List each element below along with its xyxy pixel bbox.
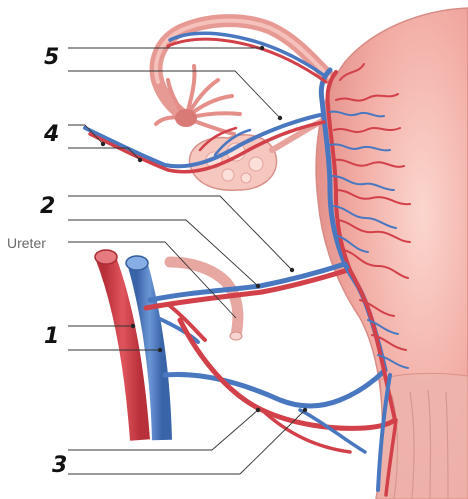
label-3: 3 [52, 453, 68, 478]
ureter [164, 256, 244, 341]
ovarian-vessels [83, 31, 328, 174]
fimbriae-center [175, 109, 197, 127]
vaginal-vessels [162, 317, 398, 454]
uterine-branch-veins [329, 110, 409, 369]
label-2: 2 [40, 194, 56, 219]
label-ureter: Ureter [7, 235, 46, 251]
ureter-end [229, 331, 243, 341]
label-4: 4 [44, 122, 60, 147]
iliac-artery [95, 252, 150, 441]
uterine-branch-arteries [333, 63, 411, 351]
fallopian-tube-highlight [154, 18, 332, 84]
leader-lines [68, 47, 306, 475]
iliac-vein-cut [125, 255, 149, 271]
cervix-folds [391, 389, 449, 499]
iliac-artery-cut [94, 249, 118, 265]
label-5: 5 [44, 45, 60, 70]
label-1: 1 [44, 324, 60, 349]
iliac-vein [127, 259, 172, 441]
ascending-uterine-vessels [318, 67, 398, 497]
